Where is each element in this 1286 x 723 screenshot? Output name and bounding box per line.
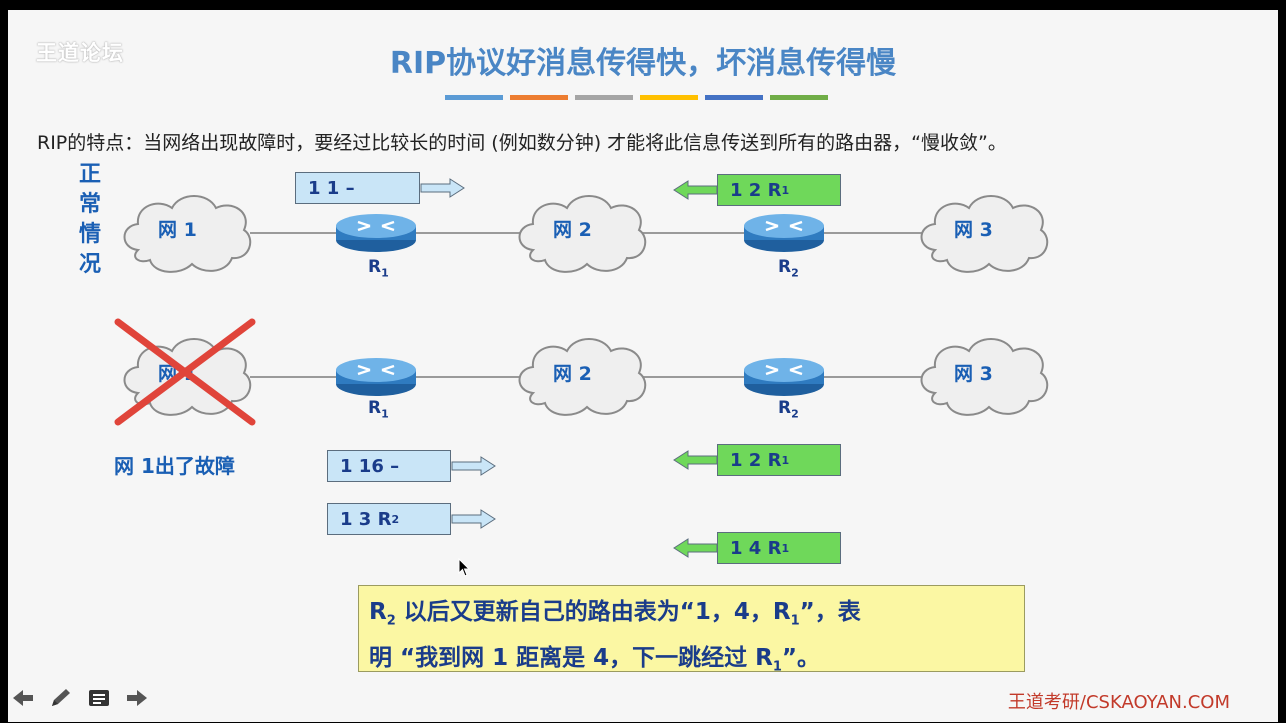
slide-title: RIP协议好消息传得快，坏消息传得慢: [389, 46, 897, 81]
message-text: 1 16 –: [340, 455, 400, 477]
update-message-r1: 1 1 –: [295, 172, 420, 204]
callout-line-1: R2 以后又更新自己的路由表为“1，4，R1”，表: [369, 594, 1014, 640]
router-r2-label: R2: [778, 398, 799, 420]
footer-brand: 王道考研/CSKAOYAN.COM: [1007, 692, 1230, 713]
message-sub: 1: [781, 453, 790, 467]
callout-text: R: [369, 599, 387, 625]
normal-label-char: 情: [78, 222, 101, 247]
arrow-left-icon: [673, 538, 718, 558]
router-r1-icon: [336, 358, 416, 396]
message-text: 1 2 R: [730, 449, 782, 471]
arrow-left-icon[interactable]: [10, 686, 36, 710]
slide-nav-toolbar: [10, 686, 150, 710]
bar-darkblue: [705, 95, 763, 100]
bar-green: [770, 95, 828, 100]
cloud-network-2: [518, 338, 647, 416]
message-sub: 2: [391, 512, 400, 526]
message-text: 1 3 R: [340, 508, 392, 530]
router-label-text: R: [778, 398, 792, 418]
arrow-left-icon: [673, 450, 718, 470]
router-r1-icon: [336, 214, 416, 252]
normal-label-char: 正: [78, 162, 101, 187]
network-2-label: 网 2: [553, 219, 592, 241]
router-r1-label: R1: [368, 398, 389, 420]
callout-sub: 1: [790, 613, 800, 629]
bar-yellow: [640, 95, 698, 100]
arrow-left-icon: [673, 180, 718, 200]
bar-orange: [510, 95, 568, 100]
pen-icon[interactable]: [48, 686, 74, 710]
message-text: 1 2 R: [730, 179, 782, 201]
router-label-text: R: [778, 257, 792, 277]
router-r2-icon: [744, 358, 824, 396]
arrow-right-icon: [420, 178, 465, 198]
failure-cross-icon: [114, 318, 256, 426]
network-2-label: 网 2: [553, 363, 592, 385]
cloud-network-2: [518, 195, 647, 273]
router-r2-icon: [744, 214, 824, 252]
fault-label: 网 1出了故障: [114, 454, 235, 478]
router-r2-label: R2: [778, 257, 799, 279]
message-text: 1 4 R: [730, 537, 782, 559]
cloud-network-3: [920, 338, 1049, 416]
network-1-label: 网 1: [158, 219, 197, 241]
router-label-sub: 2: [791, 266, 799, 280]
cloud-network-1: [123, 195, 252, 273]
arrow-right-icon: [451, 456, 496, 476]
callout-line-2: 明 “我到网 1 距离是 4，下一跳经过 R1”。: [369, 640, 1014, 686]
description: RIP的特点：当网络出现故障时，要经过比较长的时间 (例如数分钟) 才能将此信息…: [37, 132, 1007, 154]
callout-text: 以后又更新自己的路由表为“1，4，R: [395, 599, 791, 625]
router-label-sub: 1: [381, 266, 389, 280]
router-r1-label: R1: [368, 257, 389, 279]
callout-text: ”。: [781, 644, 821, 671]
callout-text: 明 “我到网 1 距离是 4，下一跳经过 R: [369, 644, 773, 671]
message-text: 1 1 –: [308, 177, 355, 199]
callout-sub: 1: [772, 659, 782, 675]
title-underline-bars: [445, 95, 828, 100]
router-label-text: R: [368, 398, 382, 418]
bar-blue: [445, 95, 503, 100]
arrow-right-icon: [451, 509, 496, 529]
router-label-sub: 2: [791, 407, 799, 421]
arrow-right-icon[interactable]: [124, 686, 150, 710]
watermark: 王道论坛: [36, 41, 124, 65]
callout-box: R2 以后又更新自己的路由表为“1，4，R1”，表 明 “我到网 1 距离是 4…: [358, 585, 1025, 674]
message-sub: 1: [781, 183, 790, 197]
normal-label: 正 常 情 况: [75, 160, 105, 280]
router-label-sub: 1: [381, 407, 389, 421]
bar-gray: [575, 95, 633, 100]
mouse-cursor-icon: [458, 558, 471, 577]
message-sub: 1: [781, 541, 790, 555]
update-message-r1: 1 16 –: [327, 450, 451, 482]
notes-icon[interactable]: [86, 686, 112, 710]
callout-sub: 2: [386, 613, 396, 629]
cloud-network-3: [920, 195, 1049, 273]
network-3-label: 网 3: [954, 363, 993, 385]
normal-label-char: 况: [78, 252, 101, 277]
normal-label-char: 常: [78, 192, 101, 217]
network-3-label: 网 3: [954, 219, 993, 241]
callout-text: ”，表: [799, 599, 861, 625]
router-label-text: R: [368, 257, 382, 277]
